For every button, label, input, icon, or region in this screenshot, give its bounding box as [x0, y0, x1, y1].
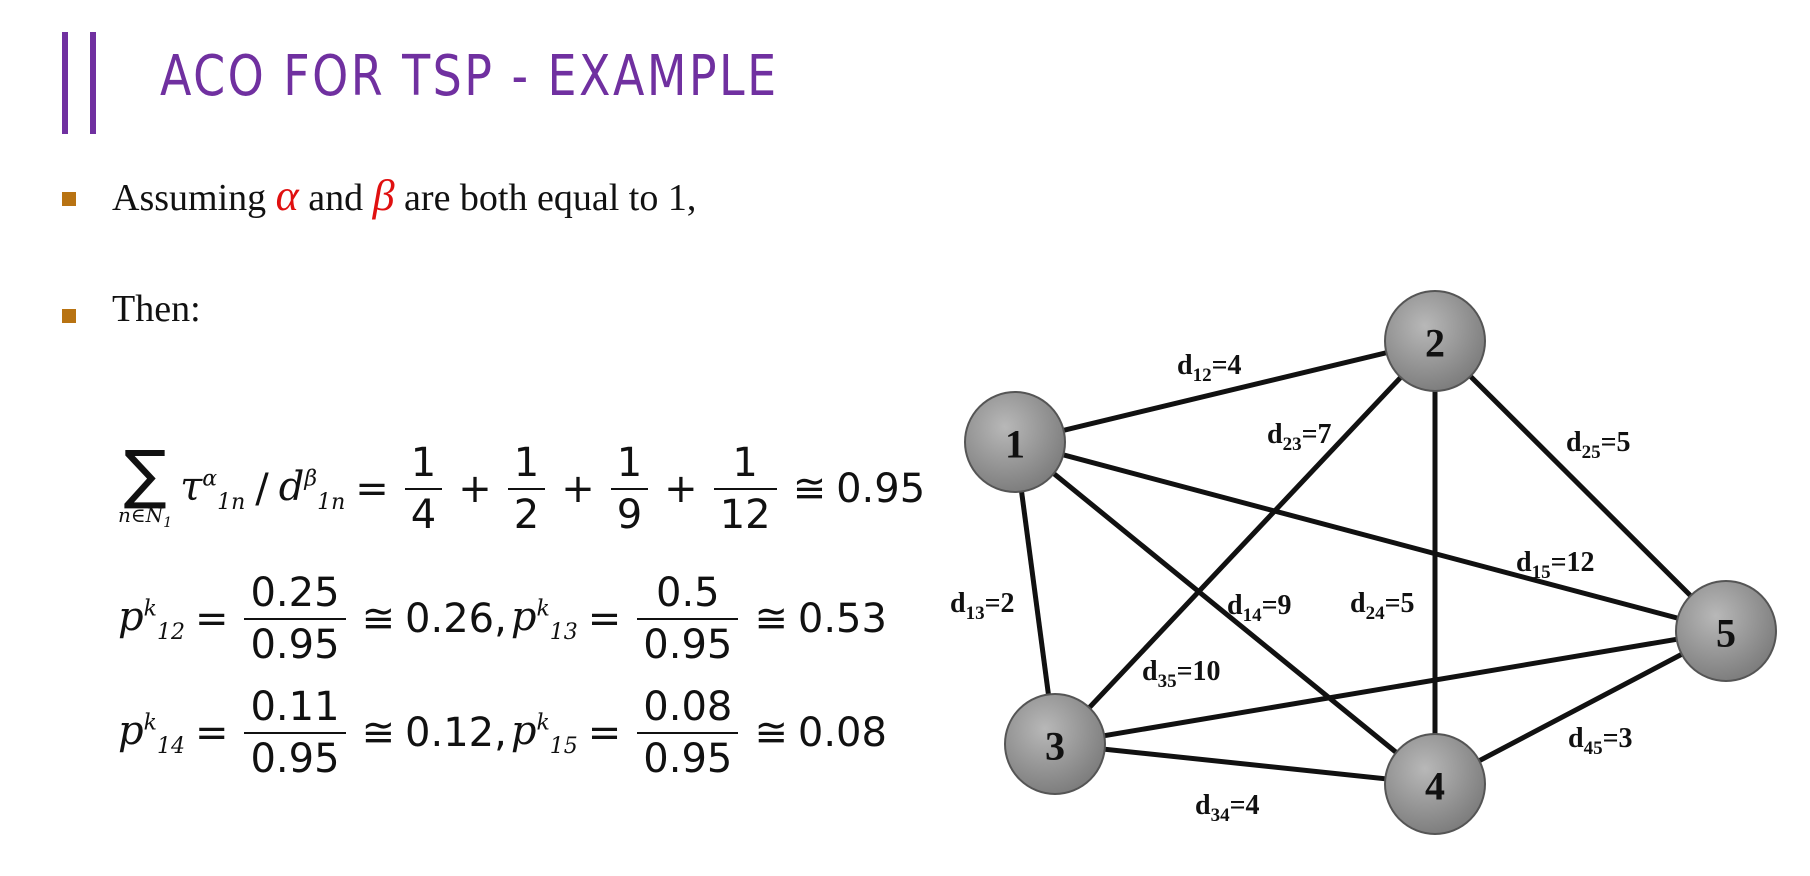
node-circle	[964, 391, 1066, 493]
alpha-symbol: α	[275, 171, 299, 220]
p12-term: pk12	[118, 593, 185, 645]
edge-34	[1054, 741, 1436, 787]
p14-term: pk14	[118, 707, 185, 759]
edge-label-23: d23=7	[1267, 419, 1332, 455]
node-label: 4	[1425, 764, 1445, 809]
edge-label-35: d35=10	[1142, 656, 1221, 692]
equals-sign: =	[355, 466, 389, 512]
approx-sign: ≅	[754, 596, 788, 642]
node-label: 2	[1425, 321, 1445, 366]
node-label: 3	[1045, 724, 1065, 769]
plus-sign: +	[561, 466, 595, 512]
tau-term: τα1n	[180, 463, 246, 515]
node-circle	[1004, 693, 1106, 795]
edge-45	[1433, 628, 1728, 787]
edge-label-13: d13=2	[950, 588, 1015, 624]
p13-term: pk13	[510, 593, 578, 645]
edge-label-24: d24=5	[1350, 588, 1415, 624]
node-circle	[1384, 290, 1486, 392]
node-4: 4	[1384, 733, 1486, 835]
node-circle	[1384, 733, 1486, 835]
sum-index: n∈N1	[118, 503, 173, 531]
p15-result: 0.08	[797, 710, 887, 756]
edge-12	[1014, 338, 1436, 445]
edge-label-12: d12=4	[1177, 350, 1242, 386]
assumption-prefix: Assuming	[112, 177, 267, 219]
distance-term: dβ1n	[278, 463, 346, 515]
edge-25	[1433, 339, 1728, 633]
sum-operator: ∑ n∈N1	[118, 438, 173, 531]
edge-label-34: d34=4	[1195, 790, 1260, 826]
plus-sign: +	[664, 466, 698, 512]
assumption-mid: and	[308, 177, 364, 219]
edge-23	[1053, 339, 1437, 746]
node-3: 3	[1004, 693, 1106, 795]
title-accent-bars	[62, 32, 104, 134]
node-label: 1	[1005, 422, 1025, 467]
equals-sign: =	[587, 710, 622, 756]
slide-title: ACO FOR TSP - EXAMPLE	[160, 44, 779, 109]
bullet-marker	[62, 192, 76, 206]
beta-symbol: β	[372, 171, 395, 220]
bullet-then: Then:	[112, 288, 201, 330]
slash-symbol: /	[255, 466, 269, 512]
equals-sign: =	[587, 596, 622, 642]
edge-label-15: d15=12	[1516, 547, 1595, 583]
plus-sign: +	[458, 466, 492, 512]
node-1: 1	[964, 391, 1066, 493]
node-circle	[1675, 580, 1777, 682]
approx-sign: ≅	[754, 710, 788, 756]
edge-15	[1014, 439, 1727, 634]
node-2: 2	[1384, 290, 1486, 392]
assumption-suffix: are both equal to 1,	[404, 177, 697, 219]
approx-sign: ≅	[792, 466, 827, 512]
edge-label-14: d14=9	[1227, 590, 1292, 626]
bullet-assumption: Assuming α and β are both equal to 1,	[112, 170, 696, 221]
sum-result: 0.95	[836, 466, 926, 512]
bullet-marker	[62, 309, 76, 323]
p12-result: 0.26,	[405, 596, 507, 642]
approx-sign: ≅	[361, 710, 396, 756]
p13-result: 0.53	[797, 596, 887, 642]
approx-sign: ≅	[361, 596, 396, 642]
edge-label-45: d45=3	[1568, 723, 1633, 759]
p14-result: 0.12,	[405, 710, 507, 756]
edge-14	[1013, 440, 1437, 786]
edge-35	[1054, 628, 1727, 747]
equals-sign: =	[194, 596, 229, 642]
p15-term: pk15	[510, 707, 578, 759]
edge-label-25: d25=5	[1566, 427, 1631, 463]
equals-sign: =	[194, 710, 229, 756]
node-5: 5	[1675, 580, 1777, 682]
node-label: 5	[1716, 611, 1736, 656]
sigma-symbol: ∑	[123, 438, 167, 512]
